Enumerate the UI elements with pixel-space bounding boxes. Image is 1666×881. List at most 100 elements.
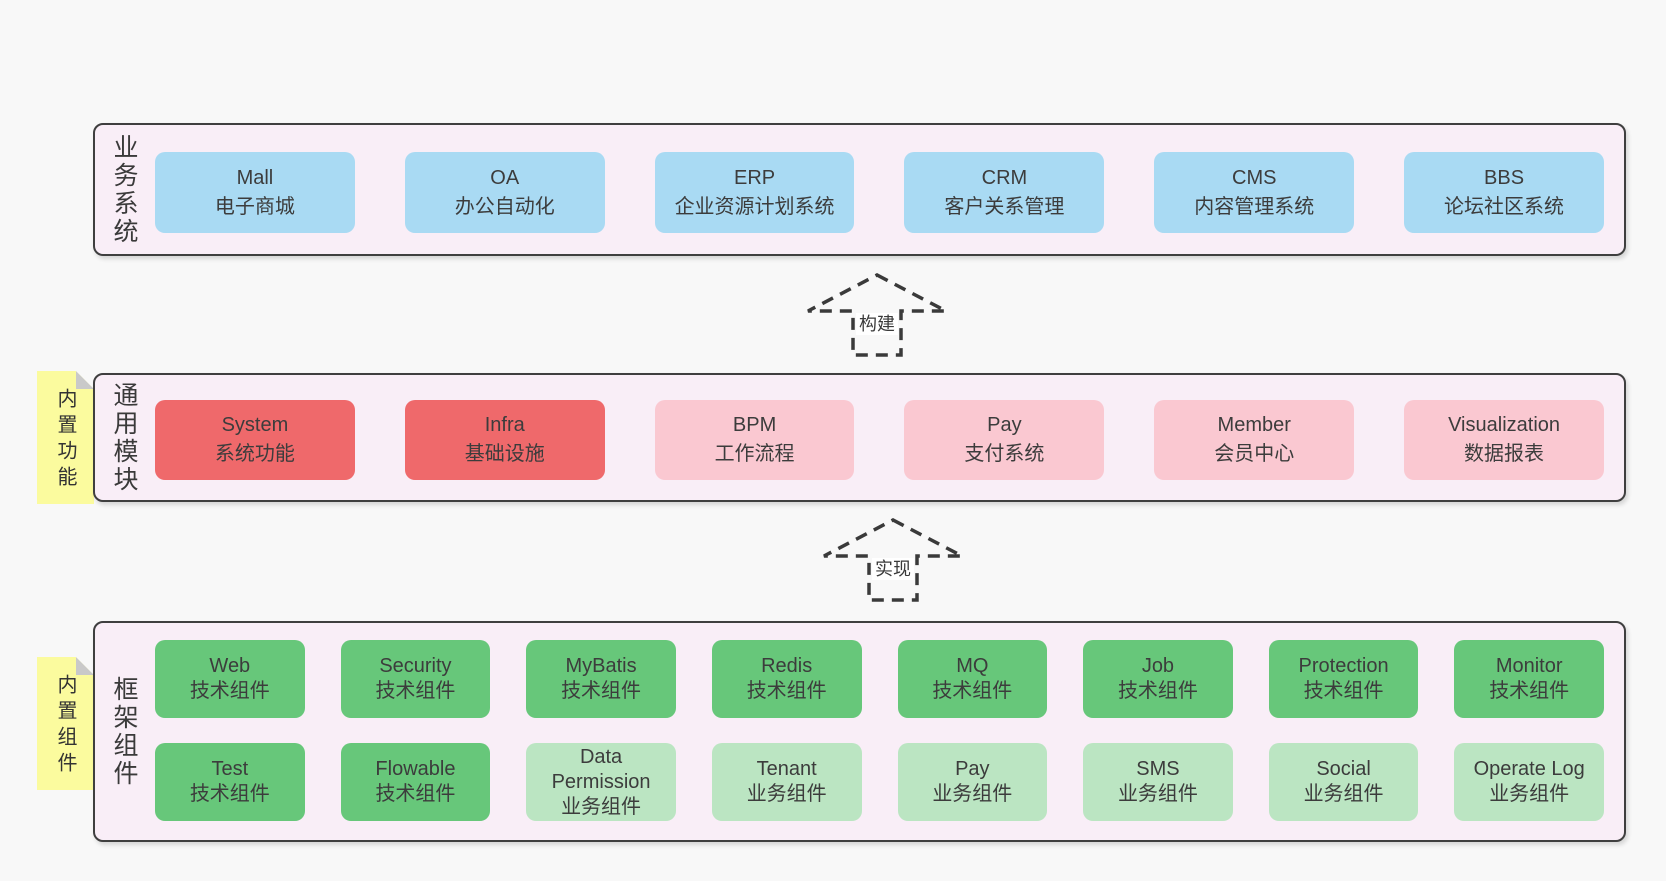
box-cms: CMS 内容管理系统 — [1154, 152, 1355, 233]
box-subtitle: 业务组件 — [746, 783, 827, 805]
sticky-note-built-in-features: 内置功能 — [37, 371, 94, 504]
box-title: Infra — [484, 414, 525, 436]
box-subtitle: 论坛社区系统 — [1444, 195, 1565, 218]
business-systems-grid: Mall 电子商城 OA 办公自动化 ERP 企业资源计划系统 CRM 客户关系管理 CMS 内容… — [155, 152, 1604, 233]
box-title: CMS — [1232, 166, 1277, 189]
box-job: Job 技术组件 — [1083, 640, 1233, 718]
box-mybatis: MyBatis 技术组件 — [526, 640, 676, 718]
box-member: Member 会员中心 — [1154, 400, 1355, 480]
box-subtitle: 技术组件 — [375, 680, 456, 702]
box-title: Flowable — [375, 758, 456, 780]
box-subtitle: 数据报表 — [1464, 443, 1545, 465]
box-title: Redis — [761, 655, 813, 677]
box-subtitle: 技术组件 — [1117, 680, 1198, 702]
box-title: Web — [209, 655, 251, 677]
box-protection: Protection 技术组件 — [1268, 640, 1419, 718]
arrow-build: 构建 — [807, 271, 947, 359]
box-title: Tenant — [756, 758, 817, 780]
box-test: Test 技术组件 — [155, 743, 305, 821]
box-subtitle: 支付系统 — [964, 443, 1045, 465]
box-mall: Mall 电子商城 — [155, 152, 355, 233]
box-flowable: Flowable 技术组件 — [340, 743, 491, 821]
box-title: Pay — [987, 414, 1022, 436]
box-title: Data Permission — [551, 745, 651, 793]
box-title: BPM — [732, 414, 777, 436]
box-infra: Infra 基础设施 — [404, 400, 605, 480]
box-title: SMS — [1136, 758, 1180, 780]
sticky-note-label: 内置组件 — [54, 674, 76, 778]
box-visualization: Visualization 数据报表 — [1404, 400, 1604, 480]
box-title: Visualization — [1448, 414, 1561, 436]
box-subtitle: 业务组件 — [1117, 783, 1198, 805]
box-title: Job — [1141, 655, 1175, 677]
box-pay: Pay 业务组件 — [897, 743, 1048, 821]
box-subtitle: 业务组件 — [1489, 783, 1570, 805]
panel-title: 业务系统 — [110, 133, 138, 246]
box-subtitle: 业务组件 — [932, 783, 1013, 805]
box-title: ERP — [734, 166, 776, 189]
box-title: Protection — [1298, 655, 1389, 677]
box-title: BBS — [1484, 166, 1525, 189]
box-subtitle: 系统功能 — [214, 443, 295, 465]
box-subtitle: 客户关系管理 — [944, 195, 1065, 218]
box-subtitle: 内容管理系统 — [1194, 195, 1315, 218]
box-bbs: BBS 论坛社区系统 — [1404, 152, 1604, 233]
box-crm: CRM 客户关系管理 — [904, 152, 1105, 233]
box-subtitle: 业务组件 — [1303, 783, 1384, 805]
box-subtitle: 技术组件 — [189, 783, 270, 805]
arrow-label: 实现 — [872, 558, 914, 580]
box-title: MyBatis — [565, 655, 637, 677]
box-subtitle: 技术组件 — [746, 680, 827, 702]
box-subtitle: 工作流程 — [714, 443, 795, 465]
box-title: Test — [211, 758, 249, 780]
box-erp: ERP 企业资源计划系统 — [654, 152, 855, 233]
box-title: Member — [1217, 414, 1291, 436]
box-subtitle: 技术组件 — [561, 680, 642, 702]
box-subtitle: 技术组件 — [375, 783, 456, 805]
panel-title: 通用模块 — [110, 381, 138, 494]
sticky-note-built-in-components: 内置组件 — [37, 657, 94, 790]
box-title: Security — [379, 655, 452, 677]
box-subtitle: 企业资源计划系统 — [674, 195, 835, 218]
box-subtitle: 会员中心 — [1214, 443, 1295, 465]
box-subtitle: 电子商城 — [214, 195, 295, 218]
box-web: Web 技术组件 — [155, 640, 305, 718]
box-subtitle: 技术组件 — [932, 680, 1013, 702]
common-modules-grid: System 系统功能 Infra 基础设施 BPM 工作流程 Pay 支付系统 Member 会… — [155, 400, 1604, 480]
box-mq: MQ 技术组件 — [897, 640, 1048, 718]
box-subtitle: 业务组件 — [561, 795, 642, 818]
box-bpm: BPM 工作流程 — [654, 400, 855, 480]
box-operate-log: Operate Log 业务组件 — [1454, 743, 1604, 821]
box-redis: Redis 技术组件 — [711, 640, 862, 718]
box-title: Pay — [955, 758, 990, 780]
box-title: MQ — [956, 655, 989, 677]
box-tenant: Tenant 业务组件 — [711, 743, 862, 821]
box-title: Operate Log — [1473, 758, 1585, 780]
box-title: OA — [490, 166, 520, 189]
box-monitor: Monitor 技术组件 — [1454, 640, 1604, 718]
box-title: Monitor — [1495, 655, 1563, 677]
arrow-implement: 实现 — [823, 516, 963, 604]
box-title: System — [221, 414, 289, 436]
box-title: Mall — [236, 166, 274, 189]
box-subtitle: 技术组件 — [1303, 680, 1384, 702]
sticky-note-label: 内置功能 — [54, 388, 76, 492]
box-oa: OA 办公自动化 — [404, 152, 605, 233]
panel-title: 框架组件 — [110, 675, 138, 788]
panel-common-modules: 通用模块 System 系统功能 Infra 基础设施 BPM 工作流程 Pay 支付系统 Me… — [93, 373, 1626, 502]
box-title: CRM — [981, 166, 1028, 189]
panel-business-systems: 业务系统 Mall 电子商城 OA 办公自动化 ERP 企业资源计划系统 CRM 客户关系管理… — [93, 123, 1626, 256]
box-subtitle: 基础设施 — [464, 443, 545, 465]
arrow-label: 构建 — [856, 313, 898, 335]
box-title: Social — [1316, 758, 1371, 780]
box-pay: Pay 支付系统 — [904, 400, 1105, 480]
box-security: Security 技术组件 — [340, 640, 491, 718]
box-subtitle: 办公自动化 — [454, 195, 555, 218]
box-social: Social 业务组件 — [1268, 743, 1419, 821]
box-subtitle: 技术组件 — [1489, 680, 1570, 702]
box-subtitle: 技术组件 — [189, 680, 270, 702]
